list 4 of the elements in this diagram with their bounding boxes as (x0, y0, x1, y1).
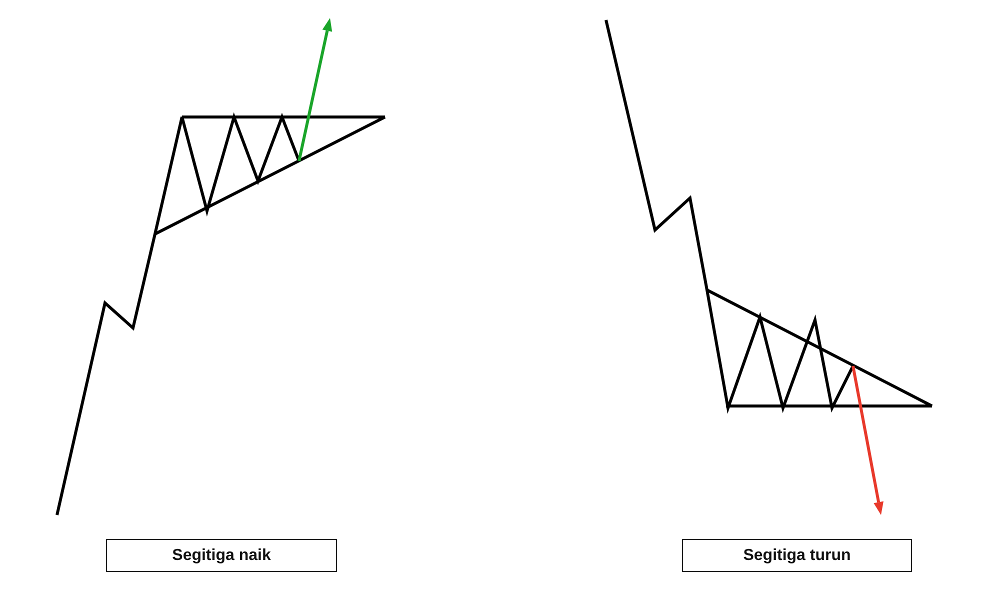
pattern-label: Segitiga turun (743, 546, 851, 564)
label-box (106, 539, 337, 572)
label-box (682, 539, 912, 572)
pattern-label: Segitiga naik (172, 546, 271, 564)
